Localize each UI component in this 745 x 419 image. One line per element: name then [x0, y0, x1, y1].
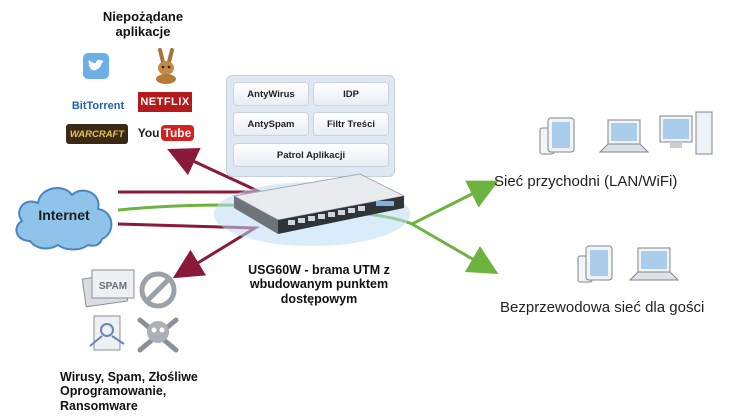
youtube-you: You: [137, 126, 160, 140]
feature-antispam: AntySpam: [233, 112, 309, 136]
laptop-icon: [598, 119, 650, 153]
warcraft-logo: WARCRAFT: [66, 124, 128, 144]
lan-devices-icon-group: [539, 111, 713, 155]
tablet-phone-icon: [577, 245, 613, 283]
malware-doc-icon: [89, 315, 125, 351]
rabbit-icon: [150, 48, 182, 84]
cloud-icon: [15, 187, 113, 251]
guest-network-label: Bezprzewodowa sieć dla gości: [500, 299, 705, 316]
feature-app-patrol: Patrol Aplikacji: [233, 143, 389, 167]
allowed-guest-arrow: [411, 222, 499, 275]
tablet-phone-icon: [539, 117, 575, 155]
guest-devices-icon-group: [577, 245, 680, 283]
device-caption: USG60W - brama UTM z wbudowanym punktem …: [248, 263, 390, 306]
threats-icon-group: SPAM: [81, 269, 179, 353]
desktop-icon: [659, 111, 713, 155]
threats-caption: Wirusy, Spam, Złośliwe Oprogramowanie, R…: [60, 370, 198, 413]
skull-icon: [137, 317, 179, 353]
spam-icon: SPAM: [81, 269, 135, 308]
bittorrent-logo: BitTorrent: [71, 100, 125, 112]
twitter-icon: [83, 53, 109, 79]
unwanted-apps-title: Niepożądane aplikacje: [102, 9, 184, 39]
block-icon: [139, 271, 177, 309]
feature-antivirus: AntyWirus: [233, 82, 309, 106]
netflix-logo: NETFLIX: [138, 92, 192, 112]
laptop-icon: [628, 247, 680, 281]
lan-network-label: Sieć przychodni (LAN/WiFi): [494, 173, 678, 190]
spam-text: SPAM: [99, 281, 127, 292]
youtube-logo: You Tube: [137, 122, 195, 144]
utm-gateway-device: [214, 173, 410, 246]
youtube-tube: Tube: [160, 125, 195, 141]
internet-label: Internet: [38, 207, 90, 223]
feature-idp: IDP: [313, 82, 389, 106]
feature-content-filter: Filtr Treści: [313, 112, 389, 136]
